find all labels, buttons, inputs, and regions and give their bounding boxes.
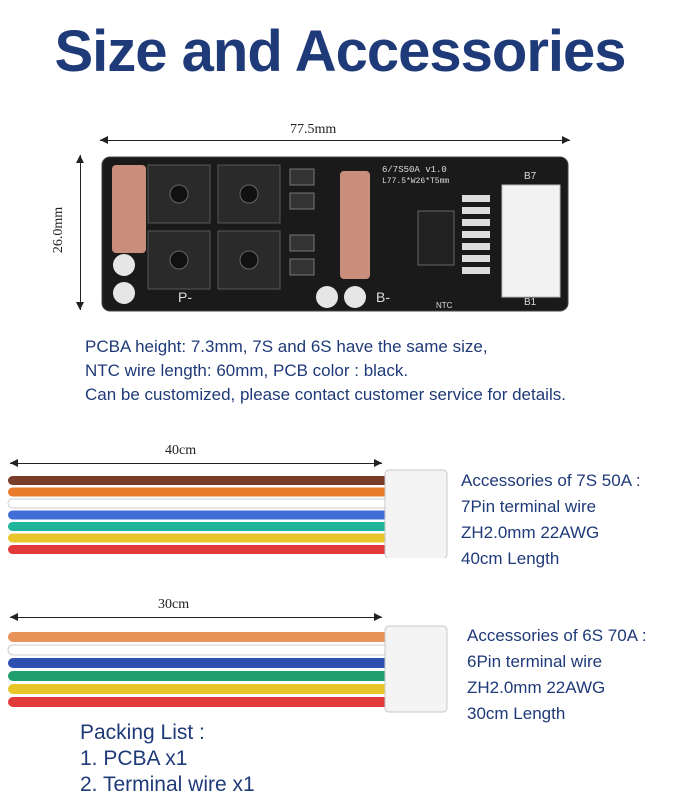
wire-strand (8, 476, 395, 485)
packing-title: Packing List : (80, 721, 205, 744)
wire6-line-2: ZH2.0mm 22AWG (467, 678, 606, 697)
wire-strand (8, 533, 395, 543)
wire7-line-3: 40cm Length (461, 549, 560, 568)
pcb-silk-model: 6/7S50A v1.0 (382, 165, 447, 175)
terminal-connector (384, 469, 448, 559)
arrow-right-icon (374, 459, 382, 467)
arrow-left-icon (10, 459, 18, 467)
wire7-image (0, 468, 455, 559)
arrow-left-icon (10, 613, 18, 621)
wire7-length-label: 40cm (165, 443, 197, 458)
pcb-ntc-label: NTC (436, 301, 453, 310)
pcb-width-dimension-line (100, 140, 570, 141)
terminal-connector (384, 625, 448, 713)
wire6-description: Accessories of 6S 70A : 6Pin terminal wi… (467, 623, 647, 727)
wire7-title: Accessories of 7S 50A : (461, 471, 641, 490)
wire-strand (8, 510, 395, 520)
pcb-height-label: 26.0mm (51, 206, 67, 254)
wire-strand (8, 671, 395, 681)
arrow-down-icon (76, 302, 84, 310)
pcb-board-image: 6/7S50A v1.0 L77.5*W26*T5mm P- B- NTC B7… (100, 155, 570, 315)
spec-line-2: NTC wire length: 60mm, PCB color : black… (85, 361, 409, 380)
wire6-dimension-line (10, 617, 382, 618)
arrow-right-icon (374, 613, 382, 621)
wire-strand (8, 658, 395, 668)
spec-line-1: PCBA height: 7.3mm, 7S and 6S have the s… (85, 337, 488, 356)
pcb-pad-b-label: B- (376, 289, 390, 305)
wire7-line-2: ZH2.0mm 22AWG (461, 523, 600, 542)
packing-list: Packing List : 1. PCBA x1 2. Terminal wi… (80, 720, 255, 798)
wire7-line-1: 7Pin terminal wire (461, 497, 597, 516)
arrow-left-icon (100, 136, 108, 144)
wire-strand (8, 522, 395, 531)
pcb-b1-label: B1 (524, 297, 537, 308)
pcb-width-label: 77.5mm (290, 122, 337, 137)
spec-line-3: Can be customized, please contact custom… (85, 385, 566, 404)
wire7-description: Accessories of 7S 50A : 7Pin terminal wi… (461, 468, 641, 572)
wire6-line-3: 30cm Length (467, 704, 566, 723)
wire-strand (8, 684, 395, 694)
wire7-dimension-line (10, 463, 382, 464)
packing-item-1: 1. PCBA x1 (80, 747, 188, 770)
wire-strand (7, 644, 396, 656)
wire-strand (8, 487, 395, 497)
arrow-right-icon (562, 136, 570, 144)
wire-strand (8, 632, 395, 642)
wire-strand (8, 545, 395, 554)
page-title: Size and Accessories (54, 19, 626, 84)
pcb-silk-size: L77.5*W26*T5mm (382, 177, 450, 186)
pcb-spec-text: PCBA height: 7.3mm, 7S and 6S have the s… (85, 335, 645, 407)
wire-strand (7, 498, 396, 509)
pcb-b7-label: B7 (524, 171, 537, 182)
packing-item-2: 2. Terminal wire x1 (80, 773, 255, 796)
wire-strand (8, 697, 395, 707)
pcb-height-dimension-line (80, 155, 81, 310)
arrow-up-icon (76, 155, 84, 163)
wire6-image (0, 622, 455, 722)
wire6-title: Accessories of 6S 70A : (467, 626, 647, 645)
wire6-length-label: 30cm (158, 597, 190, 612)
pcb-pad-p-label: P- (178, 289, 192, 305)
wire6-line-1: 6Pin terminal wire (467, 652, 603, 671)
